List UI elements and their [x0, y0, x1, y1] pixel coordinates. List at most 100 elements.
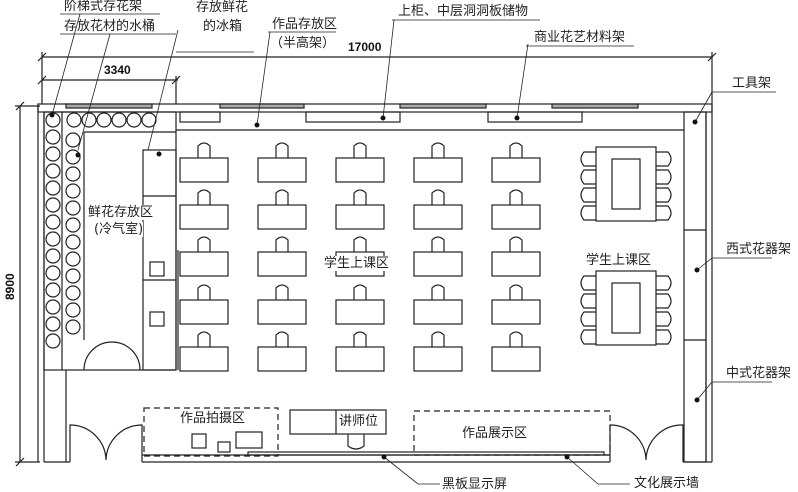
- upper-cabinet: [305, 111, 401, 123]
- leader-lines: [51, 13, 776, 485]
- student-desk: [179, 299, 229, 325]
- chair: [656, 205, 672, 221]
- label-tiered-rack: 阶梯式存花架: [64, 0, 143, 14]
- chair: [656, 329, 672, 345]
- flower-buckets: [45, 112, 157, 349]
- bucket: [66, 112, 82, 128]
- label-western-vase-rack: 西式花器架: [726, 242, 792, 257]
- bucket: [65, 200, 81, 216]
- bucket: [45, 282, 61, 298]
- label-class-area-2: 学生上课区: [586, 253, 652, 268]
- group-table: [595, 146, 657, 222]
- bucket: [45, 316, 61, 332]
- chair: [656, 151, 672, 167]
- student-desk: [491, 299, 541, 325]
- label-upper-cabinet: 上柜、中层洞洞板储物: [398, 4, 529, 19]
- label-lecturer: 讲师位: [339, 414, 379, 429]
- chair: [656, 187, 672, 203]
- bucket: [45, 146, 61, 162]
- dimension-total-depth: 8900: [3, 273, 17, 300]
- chair: [353, 284, 367, 300]
- bucket: [65, 149, 81, 165]
- student-desk: [257, 346, 307, 372]
- student-desk: [491, 204, 541, 230]
- works-storage-shelf: [179, 111, 221, 123]
- dimension-lines: [15, 52, 717, 467]
- bucket: [45, 163, 61, 179]
- bucket: [45, 265, 61, 281]
- chair: [275, 284, 289, 300]
- bucket: [126, 112, 142, 128]
- student-desk: [257, 157, 307, 183]
- chair: [580, 275, 596, 291]
- group-tables: [580, 146, 672, 346]
- student-desk: [413, 346, 463, 372]
- bucket: [45, 299, 61, 315]
- chair: [431, 236, 445, 252]
- chair: [580, 293, 596, 309]
- student-desk: [179, 204, 229, 230]
- label-display-area: 作品展示区: [462, 426, 528, 441]
- bucket: [45, 129, 61, 145]
- student-desk: [257, 204, 307, 230]
- bucket: [45, 214, 61, 230]
- chair: [431, 284, 445, 300]
- chair: [509, 189, 523, 205]
- chair: [353, 142, 367, 158]
- student-desk: [413, 299, 463, 325]
- student-desks: [179, 142, 541, 372]
- lecturer-desk: [289, 409, 387, 435]
- chair: [580, 205, 596, 221]
- bucket: [65, 285, 81, 301]
- bucket: [81, 112, 97, 128]
- bucket: [65, 268, 81, 284]
- label-tool-rack: 工具架: [732, 76, 772, 91]
- student-desk: [179, 157, 229, 183]
- student-desk: [335, 204, 385, 230]
- label-blackboard: 黑板显示屏: [442, 477, 508, 492]
- table-insert: [611, 282, 641, 334]
- dimension-cold-room-width: 3340: [104, 63, 131, 77]
- label-commercial-rack: 商业花艺材料架: [534, 30, 626, 45]
- right-racks: [683, 111, 707, 463]
- chair: [353, 331, 367, 347]
- photo-area: [143, 407, 279, 457]
- chair: [275, 331, 289, 347]
- entrance-door-right: [609, 424, 684, 462]
- bucket: [65, 132, 81, 148]
- student-desk: [413, 204, 463, 230]
- bucket: [111, 112, 127, 128]
- dimension-total-width: 17000: [348, 40, 382, 54]
- chair: [580, 169, 596, 185]
- chair: [509, 236, 523, 252]
- label-works-storage-1: 作品存放区: [272, 17, 338, 32]
- cold-room: [43, 111, 179, 371]
- chair: [580, 187, 596, 203]
- chair: [431, 189, 445, 205]
- bucket: [45, 180, 61, 196]
- commercial-rack: [487, 111, 583, 123]
- chair: [656, 275, 672, 291]
- chair: [275, 236, 289, 252]
- student-desk: [413, 251, 463, 277]
- label-fridge-2: 的冰箱: [203, 19, 243, 34]
- bucket: [65, 302, 81, 318]
- student-desk: [491, 157, 541, 183]
- chair: [197, 236, 211, 252]
- chair: [431, 331, 445, 347]
- chair: [275, 142, 289, 158]
- bucket: [45, 231, 61, 247]
- label-chinese-vase-rack: 中式花器架: [726, 366, 792, 381]
- bucket: [65, 234, 81, 250]
- chair: [197, 142, 211, 158]
- bucket: [141, 112, 157, 128]
- bucket: [45, 248, 61, 264]
- student-desk: [257, 299, 307, 325]
- chair: [197, 189, 211, 205]
- chair: [431, 142, 445, 158]
- student-desk: [179, 346, 229, 372]
- student-desk: [413, 157, 463, 183]
- chair: [353, 189, 367, 205]
- chair: [656, 169, 672, 185]
